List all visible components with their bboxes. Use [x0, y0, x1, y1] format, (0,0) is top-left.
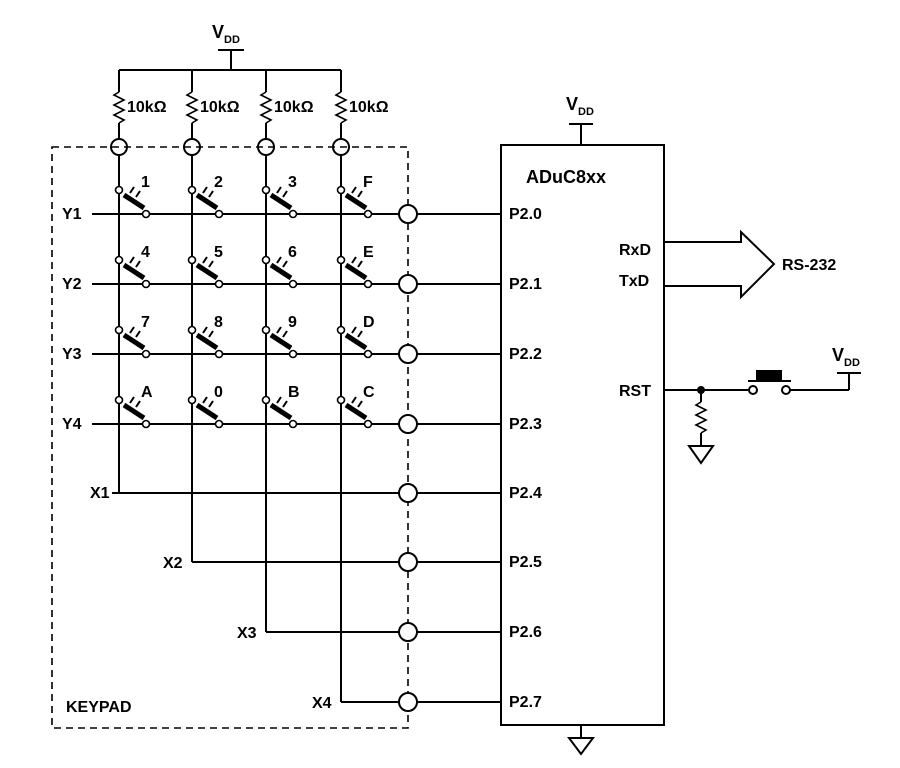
resistor-column-4: 10kΩ — [332, 70, 389, 156]
svg-text:VDD: VDD — [212, 22, 240, 46]
rs232-label: RS-232 — [782, 257, 836, 274]
key-switch-grid: 1 2 3 F 4 5 6 E 7 8 9 D A 0 B C — [114, 174, 375, 429]
reset-button-icon — [756, 370, 782, 381]
pin-label-p2-0: P2.0 — [509, 206, 542, 223]
txd-label: TxD — [619, 273, 649, 290]
key-label: E — [363, 244, 374, 261]
key-switch: 9 — [261, 314, 298, 359]
chip-name: ADuC8xx — [526, 167, 606, 187]
pin-label-p2-6: P2.6 — [509, 624, 542, 641]
pin-label-p2-4: P2.4 — [509, 485, 542, 502]
key-switch: 1 — [114, 174, 151, 219]
pin-label-p2-2: P2.2 — [509, 346, 542, 363]
key-label: 1 — [141, 174, 150, 191]
vdd-main-label: V — [212, 22, 224, 42]
reset-ground-icon — [687, 445, 715, 465]
pin-label-p2-3: P2.3 — [509, 416, 542, 433]
resistor-label: 10kΩ — [127, 99, 167, 116]
resistor-column-3: 10kΩ — [257, 70, 314, 156]
resistor-label: 10kΩ — [200, 99, 240, 116]
resistor-label: 10kΩ — [349, 99, 389, 116]
row-label-y3: Y3 — [62, 346, 82, 363]
row-label-y1: Y1 — [62, 206, 82, 223]
pin-connectors — [398, 204, 501, 712]
keypad-label: KEYPAD — [66, 699, 132, 716]
key-label: 3 — [288, 174, 297, 191]
key-switch: E — [336, 244, 374, 289]
rxd-label: RxD — [619, 242, 651, 259]
vdd-reset-label: V — [832, 345, 844, 365]
resistor-label: 10kΩ — [274, 99, 314, 116]
key-label: 2 — [214, 174, 223, 191]
key-label: 7 — [141, 314, 150, 331]
column-label-x2: X2 — [163, 555, 183, 572]
vdd-reset-subscript: DD — [844, 357, 860, 369]
key-switch: A — [114, 384, 153, 429]
key-switch: 7 — [114, 314, 151, 359]
pin-label-p2-7: P2.7 — [509, 694, 542, 711]
vdd-supply-top: VDD — [212, 22, 244, 70]
svg-text:VDD: VDD — [566, 94, 594, 118]
column-label-x4: X4 — [312, 695, 332, 712]
rs232-arrow-icon — [663, 229, 776, 300]
resistor-column-2: 10kΩ — [183, 70, 240, 156]
resistor-column-1: 10kΩ — [110, 70, 167, 156]
rst-label: RST — [619, 383, 651, 400]
key-switch: 6 — [261, 244, 298, 289]
key-label: C — [363, 384, 375, 401]
key-label: 8 — [214, 314, 223, 331]
key-label: F — [363, 174, 373, 191]
vdd-main-subscript: DD — [224, 34, 240, 46]
pin-label-p2-5: P2.5 — [509, 554, 542, 571]
column-label-x3: X3 — [237, 625, 257, 642]
pin-label-p2-1: P2.1 — [509, 276, 542, 293]
chip-body — [500, 144, 665, 726]
key-switch: C — [336, 384, 375, 429]
key-switch: 5 — [187, 244, 224, 289]
svg-text:VDD: VDD — [832, 345, 860, 369]
vdd-chip-subscript: DD — [578, 106, 594, 118]
key-switch: 2 — [187, 174, 224, 219]
vdd-chip-label: V — [566, 94, 578, 114]
column-label-x1: X1 — [90, 485, 110, 502]
key-label: D — [363, 314, 375, 331]
key-switch: F — [336, 174, 373, 219]
key-label: 6 — [288, 244, 297, 261]
chip-vdd: VDD — [566, 94, 594, 145]
key-label: B — [288, 384, 300, 401]
row-label-y2: Y2 — [62, 276, 82, 293]
key-switch: 0 — [187, 384, 224, 429]
row-label-y4: Y4 — [62, 416, 82, 433]
key-switch: 3 — [261, 174, 298, 219]
key-switch: 4 — [114, 244, 151, 289]
key-label: 9 — [288, 314, 297, 331]
key-label: 4 — [141, 244, 150, 261]
keypad-boundary — [51, 146, 409, 729]
key-switch: B — [261, 384, 300, 429]
key-label: A — [141, 384, 153, 401]
key-label: 5 — [214, 244, 223, 261]
reset-circuit: VDD — [664, 345, 861, 465]
key-switch: 8 — [187, 314, 224, 359]
chip-ground-icon — [567, 725, 595, 756]
key-label: 0 — [214, 384, 223, 401]
key-switch: D — [336, 314, 375, 359]
